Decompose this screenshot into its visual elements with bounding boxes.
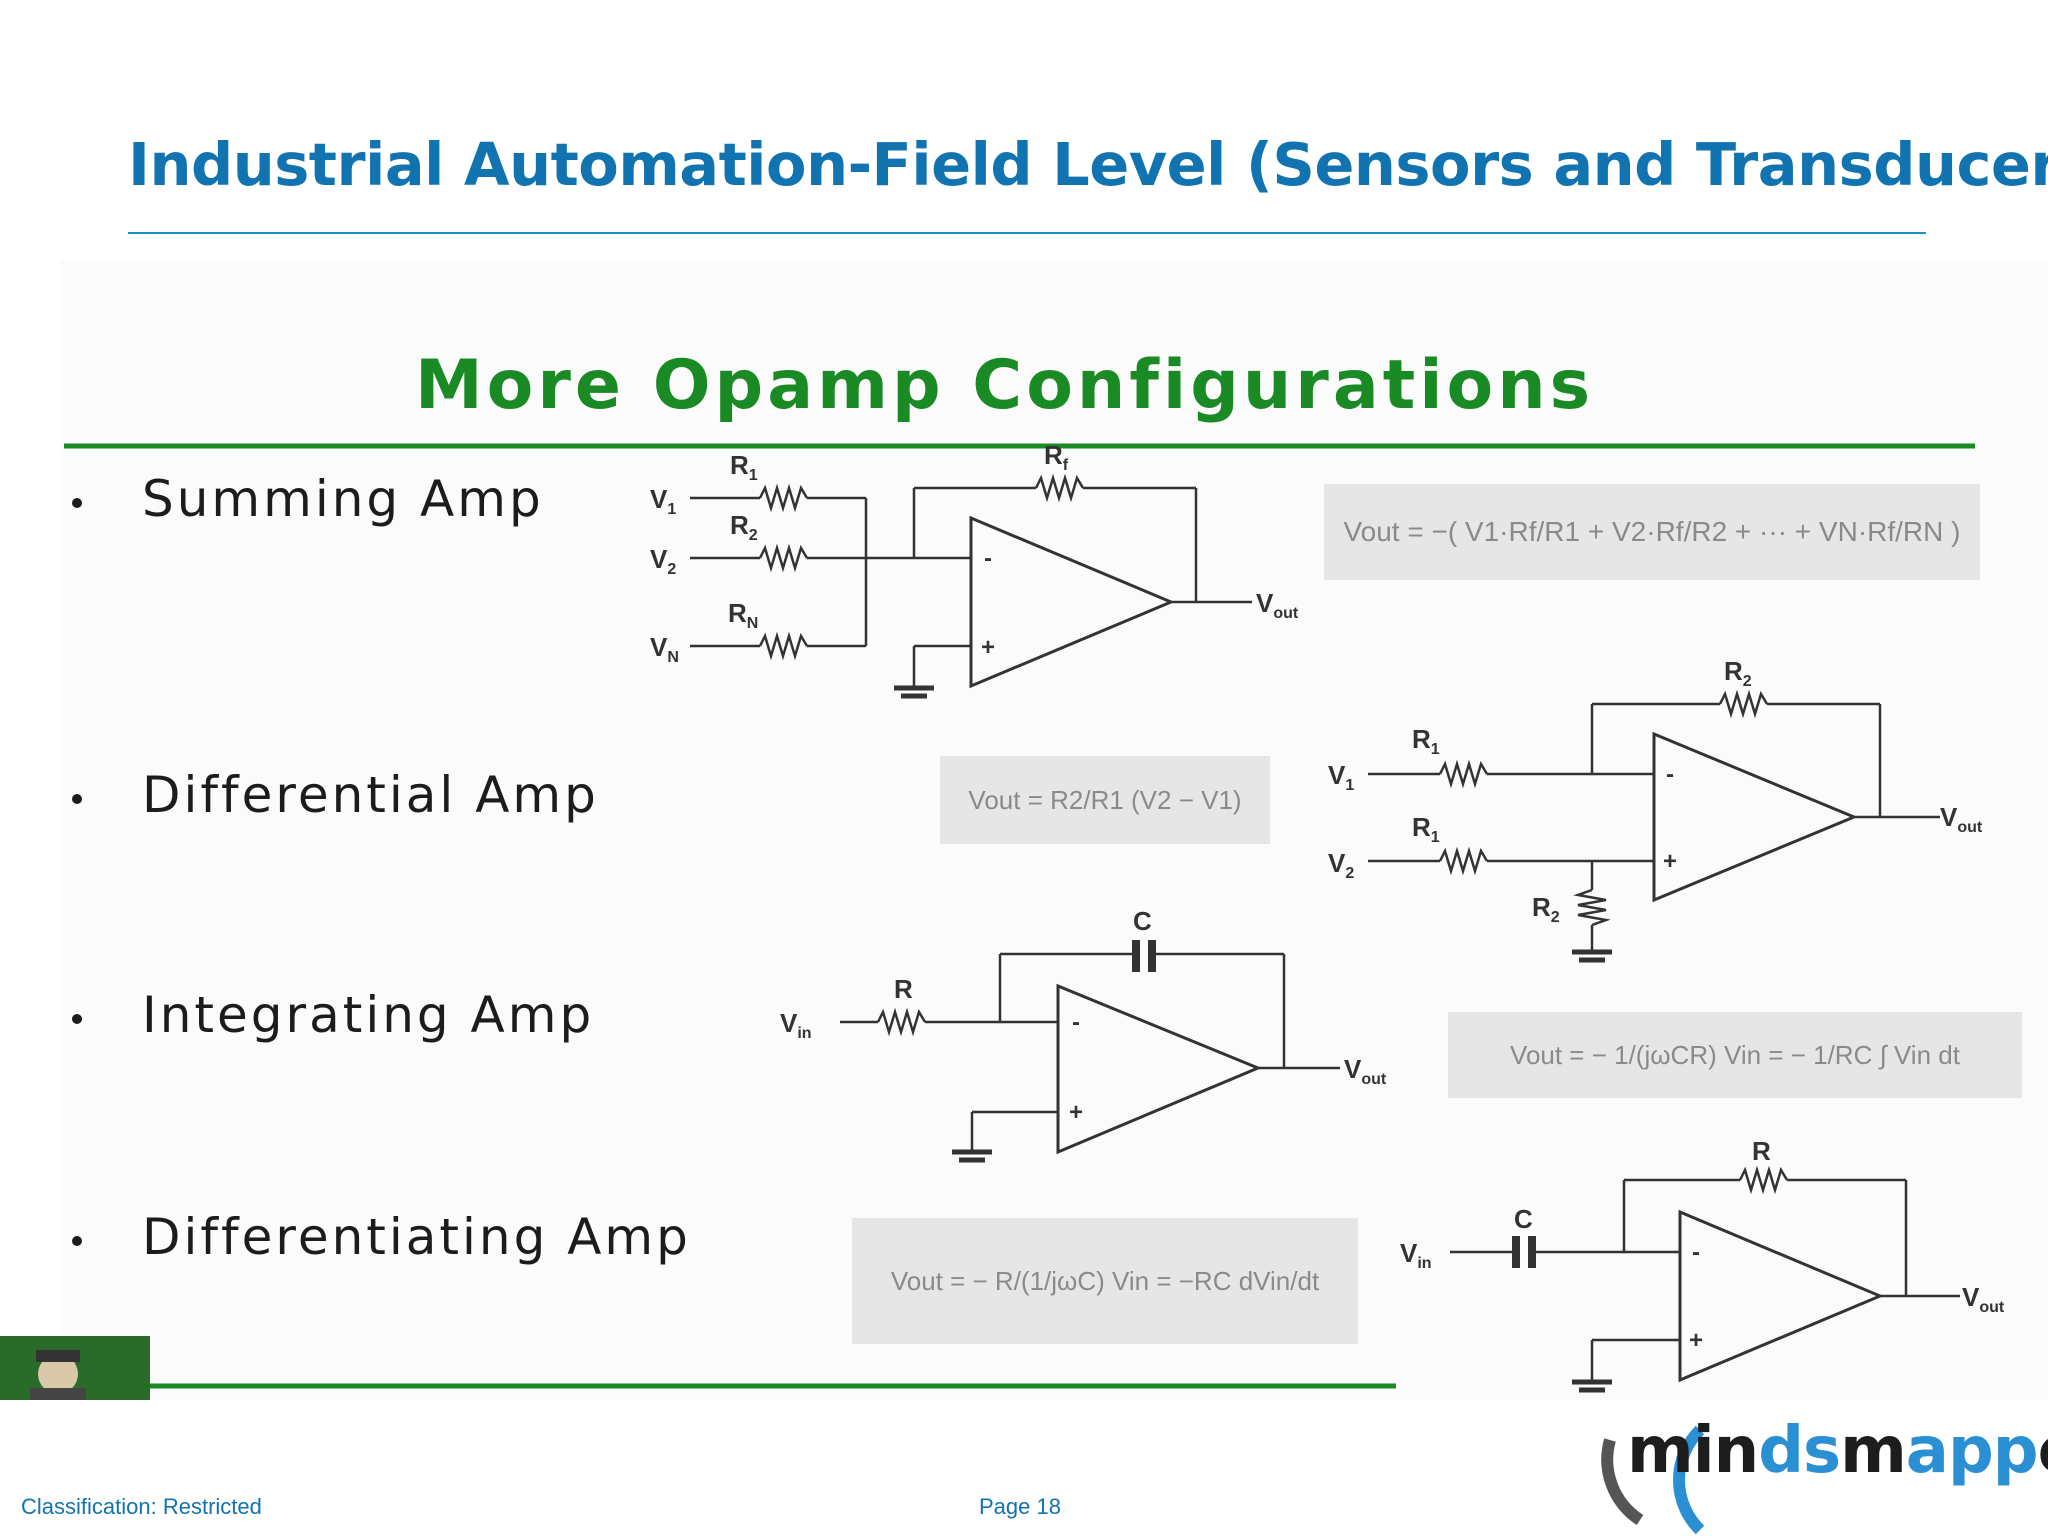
label-c-diffr: C bbox=[1514, 1204, 1533, 1234]
formula-integrating: Vout = − 1/(jωCR) Vin = − 1/RC ∫ Vin dt bbox=[1448, 1012, 2022, 1098]
bullet-differentiating-amp: Differentiating Amp bbox=[72, 1208, 691, 1266]
bullet-label: Integrating Amp bbox=[142, 986, 595, 1044]
bullet-label: Summing Amp bbox=[142, 470, 544, 528]
bullet-dot bbox=[72, 793, 82, 804]
label-r2b-diff: R2 bbox=[1532, 892, 1560, 927]
bullet-label: Differentiating Amp bbox=[142, 1208, 691, 1266]
footer-classification: Classification: Restricted bbox=[21, 1494, 262, 1519]
svg-text:+: + bbox=[1069, 1099, 1083, 1126]
bullet-dot bbox=[72, 497, 82, 508]
slide-title: Industrial Automation-Field Level (Senso… bbox=[128, 130, 2048, 199]
bullet-summing-amp: Summing Amp bbox=[72, 470, 544, 528]
integrating-amp-circuit bbox=[840, 940, 1340, 1163]
mindsmapped-logo: mindsmapped bbox=[1627, 1414, 2048, 1488]
svg-text:+: + bbox=[1689, 1327, 1703, 1354]
label-r1b-diff: R1 bbox=[1412, 812, 1440, 847]
summing-amp-circuit bbox=[690, 473, 1252, 699]
label-vin-diffr: Vin bbox=[1400, 1238, 1432, 1273]
svg-text:-: - bbox=[1692, 1239, 1700, 1266]
differential-amp-circuit bbox=[1368, 689, 1940, 963]
label-vout-int: Vout bbox=[1344, 1054, 1387, 1089]
label-r1: R1 bbox=[730, 450, 758, 485]
presenter-avatar bbox=[0, 1336, 150, 1400]
svg-text:-: - bbox=[1666, 761, 1674, 788]
svg-text:-: - bbox=[1072, 1009, 1080, 1036]
logo-ring bbox=[1601, 1425, 1705, 1535]
label-vn: VN bbox=[650, 632, 679, 667]
section-heading: More Opamp Configurations bbox=[415, 346, 1595, 425]
label-v2: V2 bbox=[650, 544, 677, 579]
label-vout-diff: Vout bbox=[1940, 802, 1983, 837]
bullet-differential-amp: Differential Amp bbox=[72, 766, 599, 824]
differentiating-amp-circuit bbox=[1450, 1165, 1960, 1393]
label-v1-diff: V1 bbox=[1328, 760, 1355, 795]
formula-differential: Vout = R2/R1 (V2 − V1) bbox=[940, 756, 1270, 844]
svg-text:-: - bbox=[984, 545, 992, 572]
bullet-label: Differential Amp bbox=[142, 766, 599, 824]
label-r-int: R bbox=[894, 974, 913, 1004]
label-vout-summing: Vout bbox=[1256, 588, 1299, 623]
label-r2: R2 bbox=[730, 510, 758, 545]
label-c-int: C bbox=[1133, 906, 1152, 936]
label-vout-diffr: Vout bbox=[1962, 1282, 2005, 1317]
label-vin-int: Vin bbox=[780, 1008, 812, 1043]
formula-differentiating: Vout = − R/(1/jωC) Vin = −RC dVin/dt bbox=[852, 1218, 1358, 1344]
label-v1: V1 bbox=[650, 484, 677, 519]
svg-text:+: + bbox=[1663, 848, 1677, 875]
svg-text:+: + bbox=[981, 634, 995, 661]
bullet-integrating-amp: Integrating Amp bbox=[72, 986, 594, 1044]
label-r1-diff: R1 bbox=[1412, 724, 1440, 759]
footer-page-number: Page 18 bbox=[979, 1494, 1061, 1519]
formula-summing: Vout = −( V1·Rf/R1 + V2·Rf/R2 + ··· + VN… bbox=[1324, 484, 1980, 580]
bullet-dot bbox=[72, 1235, 82, 1246]
label-rn: RN bbox=[728, 598, 759, 633]
label-v2-diff: V2 bbox=[1328, 848, 1355, 883]
label-r-diffr: R bbox=[1752, 1136, 1771, 1166]
label-r2-diff: R2 bbox=[1724, 656, 1752, 691]
bullet-dot bbox=[72, 1013, 82, 1024]
label-rf: Rf bbox=[1044, 440, 1069, 475]
title-divider bbox=[128, 232, 1926, 234]
